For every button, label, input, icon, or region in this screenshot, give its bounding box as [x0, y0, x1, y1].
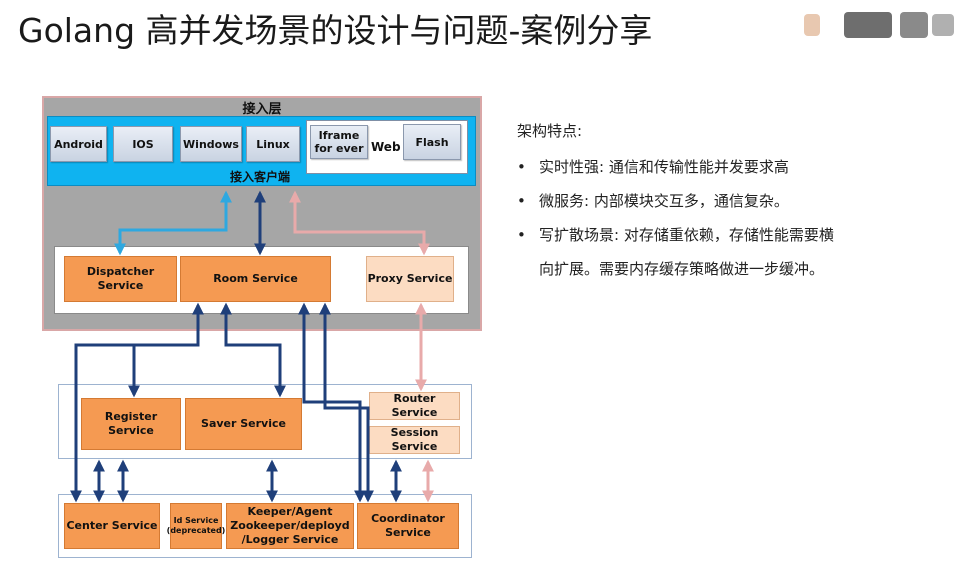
client-label: 接入客户端	[229, 170, 290, 184]
arrow-client-dispatcher	[114, 190, 232, 256]
router-service: Router Service	[369, 392, 460, 420]
client-ios: IOS	[113, 126, 173, 162]
arrow-room-coordinator	[319, 302, 374, 503]
proxy-service: Proxy Service	[366, 256, 454, 302]
note-continuation: 向扩展。需要内存缓存策略做进一步缓冲。	[539, 260, 825, 278]
note-item: •写扩散场景: 对存储重依赖，存储性能需要横	[517, 226, 834, 244]
client-android: Android	[50, 126, 107, 162]
slide-title: Golang 高并发场景的设计与问题-案例分享	[18, 11, 653, 50]
register-service: Register Service	[81, 398, 181, 450]
id-service: Id Service (deprecated)	[167, 503, 225, 549]
note-item: •实时性强: 通信和传输性能并发要求高	[517, 158, 789, 176]
client-flash: Flash	[403, 124, 461, 160]
dispatcher-service: Dispatcher Service	[64, 256, 177, 302]
room-service: Room Service	[180, 256, 331, 302]
arrow-room-saver	[220, 302, 286, 398]
client-linux: Linux	[246, 126, 300, 162]
arrow-client-proxy	[289, 190, 430, 256]
client-windows: Windows	[180, 126, 242, 162]
session-service: Session Service	[369, 426, 460, 454]
note-item: •微服务: 内部模块交互多，通信复杂。	[517, 192, 789, 210]
coordinator-service: Coordinator Service	[357, 503, 459, 549]
center-service: Center Service	[64, 503, 160, 549]
access-layer-label: 接入层	[242, 102, 282, 117]
web-label: Web	[371, 140, 401, 154]
keeper-service: Keeper/Agent Zookeeper/deployd /Logger S…	[226, 503, 354, 549]
notes-heading: 架构特点:	[517, 122, 583, 140]
saver-service: Saver Service	[185, 398, 302, 450]
arrow-room-keeper	[298, 302, 366, 503]
client-iframe: Iframe for ever	[310, 125, 368, 159]
arrow-room-register	[128, 302, 204, 398]
arrow-room-center	[70, 343, 198, 503]
blurred-logo	[804, 8, 954, 42]
